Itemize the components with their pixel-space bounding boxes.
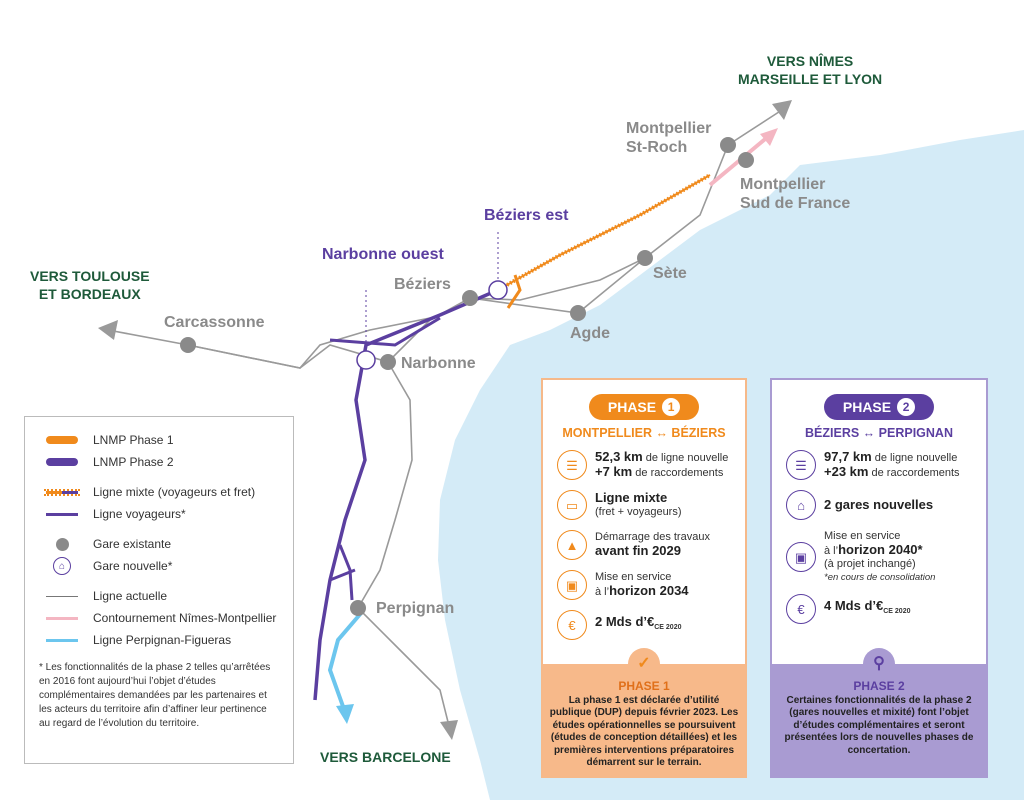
legend-note: * Les fonctionnalités de la phase 2 tell… xyxy=(39,662,271,729)
label-agde: Agde xyxy=(570,325,610,342)
label-narbonne: Narbonne xyxy=(401,355,476,372)
legend-ligne-voyageurs: Ligne voyageurs* xyxy=(93,507,186,521)
legend-ligne-actuelle: Ligne actuelle xyxy=(93,589,168,603)
legend-ligne-mixte: Ligne mixte (voyageurs et fret) xyxy=(93,485,256,499)
station-building-icon: ⌂ xyxy=(786,490,816,520)
phase2-route: BÉZIERS ↔ PERPIGNAN xyxy=(805,426,953,440)
direction-barcelone: VERS BARCELONE xyxy=(320,749,451,765)
phase1-route: MONTPELLIER ↔ BÉZIERS xyxy=(562,426,726,440)
direction-nimes: VERS NÎMES MARSEILLE ET LYON xyxy=(738,53,883,87)
legend-perpignan-figueras: Ligne Perpignan-Figueras xyxy=(93,633,232,647)
phase2-gares: ⌂2 gares nouvelles xyxy=(786,490,986,520)
legend-contournement: Contournement Nîmes-Montpellier xyxy=(93,611,277,625)
train-icon: ▣ xyxy=(557,570,587,600)
rail-track-icon: ☰ xyxy=(557,450,587,480)
train-icon: ▣ xyxy=(786,542,816,572)
freight-wagon-icon: ▭ xyxy=(557,490,587,520)
phase2-cost: €4 Mds d’€CE 2020 xyxy=(786,594,986,624)
phase2-footer: ⚲ PHASE 2 Certaines fonctionnalités de l… xyxy=(772,648,986,776)
check-icon: ✓ xyxy=(628,648,660,680)
label-carcassonne: Carcassonne xyxy=(164,314,265,331)
phase1-mixte: ▭Ligne mixte(fret + voyageurs) xyxy=(557,490,745,520)
label-sete: Sète xyxy=(653,265,687,282)
phase1-length: ☰52,3 km de ligne nouvelle+7 km de racco… xyxy=(557,450,745,480)
station-icon: ⌂ xyxy=(53,557,71,575)
existing-stations xyxy=(180,137,754,616)
legend-gare-existante: Gare existante xyxy=(93,537,172,551)
label-montpellier-st-roch: Montpellier St-Roch xyxy=(626,120,712,156)
perpignan-figueras-line xyxy=(327,610,364,713)
arrow-toulouse-icon xyxy=(98,320,118,340)
euro-icon: € xyxy=(786,594,816,624)
legend-phase1: LNMP Phase 1 xyxy=(93,433,174,447)
phase1-cost: €2 Mds d’€CE 2020 xyxy=(557,610,745,640)
magnifier-icon: ⚲ xyxy=(863,648,895,680)
rail-track-icon: ☰ xyxy=(786,450,816,480)
phase2-length: ☰97,7 km de ligne nouvelle+23 km de racc… xyxy=(786,450,986,480)
label-beziers: Béziers xyxy=(394,276,451,293)
legend-phase2: LNMP Phase 2 xyxy=(93,455,174,469)
legend: LNMP Phase 1 LNMP Phase 2 Ligne mixte (v… xyxy=(24,416,294,764)
legend-gare-nouvelle: Gare nouvelle* xyxy=(93,559,173,573)
label-narbonne-ouest: Narbonne ouest xyxy=(322,246,444,263)
label-montpellier-sdf: Montpellier Sud de France xyxy=(740,176,851,212)
phase2-line xyxy=(313,288,499,701)
traffic-cone-icon: ▲ xyxy=(557,530,587,560)
label-perpignan: Perpignan xyxy=(376,600,455,617)
euro-icon: € xyxy=(557,610,587,640)
direction-toulouse: VERS TOULOUSE ET BORDEAUX xyxy=(30,268,150,302)
label-beziers-est: Béziers est xyxy=(484,207,569,224)
arrow-nimes-icon xyxy=(772,100,792,120)
new-stations xyxy=(356,280,508,370)
phase1-footer: ✓ PHASE 1 La phase 1 est déclarée d’util… xyxy=(543,648,745,776)
arrow-barcelone-icon xyxy=(440,720,458,740)
